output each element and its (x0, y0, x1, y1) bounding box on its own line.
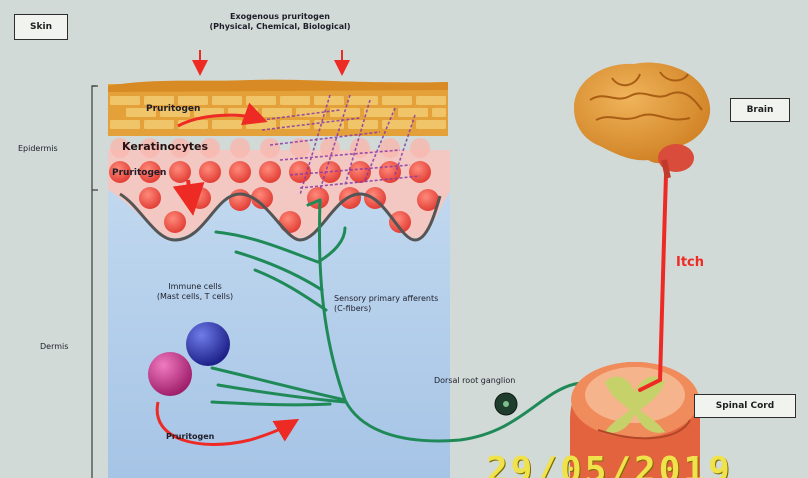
dermis-label: Dermis (40, 342, 68, 352)
keratinocyte-cell (349, 161, 371, 183)
date-stamp: 29/05/2019 (486, 450, 733, 478)
sensory-line2: (C-fibers) (334, 304, 438, 314)
keratinocyte-cell (199, 161, 221, 183)
immune-cell-magenta-icon (148, 352, 192, 396)
skin-label: Skin (30, 22, 52, 32)
keratinocyte-cell (230, 138, 250, 158)
keratinocytes-label: Keratinocytes (122, 142, 208, 152)
immune-cell-blue-icon (186, 322, 230, 366)
drg-label: Dorsal root ganglion (434, 376, 515, 386)
keratinocyte-cell (260, 138, 280, 158)
keratinocyte-cell (164, 211, 186, 233)
exogenous-line2: (Physical, Chemical, Biological) (180, 22, 380, 32)
immune-line1: Immune cells (140, 282, 250, 292)
itch-label: Itch (676, 258, 704, 268)
sensory-line1: Sensory primary afferents (334, 294, 438, 304)
pruritogen-bottom-label: Pruritogen (166, 432, 214, 442)
keratinocyte-cell (229, 189, 251, 211)
immune-cells-label: Immune cells (Mast cells, T cells) (140, 282, 250, 302)
immune-line2: (Mast cells, T cells) (140, 292, 250, 302)
exogenous-line1: Exogenous pruritogen (180, 12, 380, 22)
spinal-cord-label-box: Spinal Cord (694, 394, 796, 418)
keratinocyte-cell (380, 138, 400, 158)
spinal-cord-label: Spinal Cord (716, 401, 774, 411)
keratinocyte-cell (409, 161, 431, 183)
brain-label-box: Brain (730, 98, 790, 122)
exogenous-label: Exogenous pruritogen (Physical, Chemical… (180, 12, 380, 32)
skin-label-box: Skin (14, 14, 68, 40)
pruritogen-top-label: Pruritogen (146, 104, 200, 114)
keratinocyte-cell (139, 187, 161, 209)
sensory-afferents-label: Sensory primary afferents (C-fibers) (334, 294, 438, 314)
keratinocyte-cell (169, 161, 191, 183)
keratinocyte-cell (307, 187, 329, 209)
brain-label: Brain (747, 105, 774, 115)
keratinocyte-cell (259, 161, 281, 183)
keratinocyte-cell (279, 211, 301, 233)
epidermis-label: Epidermis (18, 144, 58, 154)
pruritogen-mid-label: Pruritogen (112, 168, 166, 178)
keratinocyte-cell (229, 161, 251, 183)
keratinocyte-cell (410, 138, 430, 158)
